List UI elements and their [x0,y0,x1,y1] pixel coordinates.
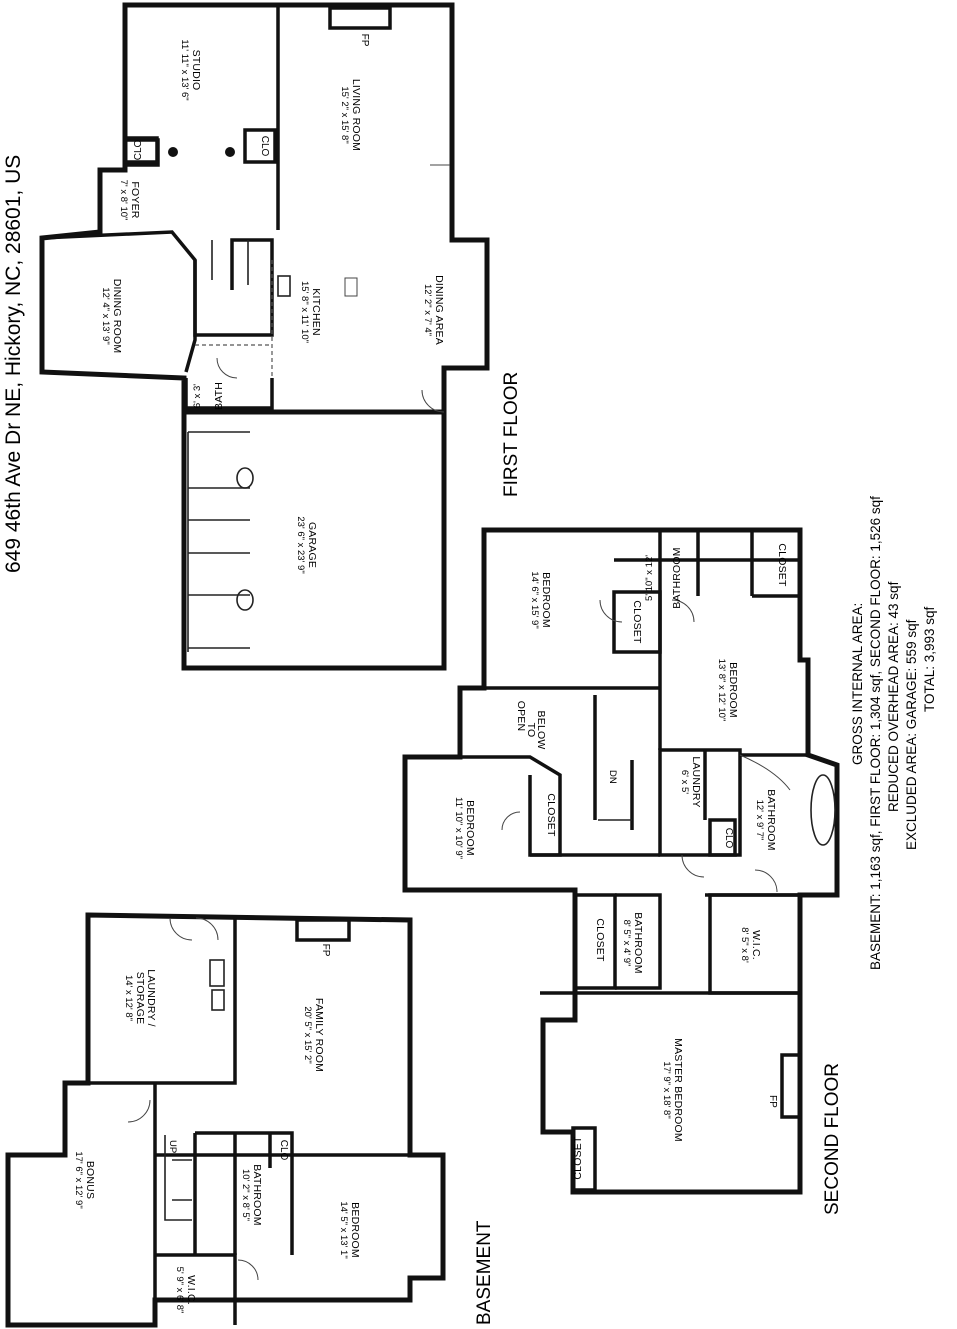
fireplace-label: FP [767,1095,778,1108]
bathroom-dims: 8' 5" x 4' 9" [621,920,632,967]
bonus-room-label: BONUS [84,1161,96,1199]
laundry-storage-label: STORAGE [134,972,146,1025]
open-to-below-label: OPEN [515,701,527,732]
closet-label: CLO [278,1140,289,1161]
bedroom-dims: 11' 10" x 10' 9" [453,797,464,859]
bath-label: BATH [213,382,225,410]
walk-in-closet-label: W.I.C. [185,1275,197,1305]
laundry-dims: 6' x 5' [679,770,690,794]
bedroom-label: BEDROOM [464,800,476,856]
area-line: BASEMENT: 1,163 sqf, FIRST FLOOR: 1,304 … [868,496,883,970]
studio-label: STUDIO [190,50,202,91]
family-room-label: FAMILY ROOM [313,998,325,1072]
area-notes: GROSS INTERNAL AREA: BASEMENT: 1,163 sqf… [850,496,937,970]
walk-in-closet-dims: 8' 5" x 8' [739,927,750,963]
down-label: DN [607,770,618,784]
laundry-label: LAUNDRY [690,756,702,807]
kitchen-label: KITCHEN [310,288,322,336]
second-floor-heading: SECOND FLOOR [822,1063,843,1215]
closet-label: CLOSET [776,543,788,587]
closet-label: CLO [723,828,734,849]
master-bedroom-dims: 17' 9" x 18' 8" [661,1061,672,1118]
bathroom-dims: 10' 2" x 8' 5" [240,1169,251,1221]
walk-in-closet-dims: 5' 9" x 6' 8" [174,1267,185,1314]
open-to-below-label: TO [525,723,537,738]
dining-room-label: DINING ROOM [111,279,123,354]
closet-label: CLOSET [631,600,643,644]
bedroom-label: BEDROOM [349,1202,361,1258]
first-floor-heading: FIRST FLOOR [501,372,522,497]
open-to-below-label: BELOW [535,711,547,750]
area-line: TOTAL: 3,993 sqf [922,606,937,712]
kitchen-dims: 15' 8" x 11' 10" [299,281,310,343]
closet-label: CLO [133,139,144,160]
garage-dims: 23' 6" x 23' 9" [295,516,306,573]
up-label: UP [167,1140,178,1153]
garage-label: GARAGE [306,522,318,568]
living-room-dims: 15' 2" x 15' 8" [339,86,350,143]
area-heading: GROSS INTERNAL AREA: [850,603,865,765]
basement-heading: BASEMENT [474,1220,495,1325]
foyer-dims: 7' x 8' 10" [118,180,129,221]
dining-room-dims: 12' 4" x 13' 9" [100,287,111,344]
bedroom-dims: 13' 8" x 12' 10" [716,659,727,722]
walk-in-closet-label: W.I.C. [750,930,762,960]
family-room-dims: 20' 5" x 15' 2" [302,1006,313,1063]
bedroom-dims: 14' 5" x 13' 1" [338,1201,349,1258]
laundry-storage-label: LAUNDRY / [145,969,157,1026]
bedroom-label: BEDROOM [727,662,739,718]
bathroom-label: BATHROOM [765,789,777,851]
bathroom-dims: 12' x 9' 7" [754,800,765,841]
dining-area-label: DINING AREA [433,275,445,345]
basement: LAUNDRY / STORAGE 14' x 12' 8" FAMILY RO… [5,912,495,1328]
studio-dims: 11' 11" x 13' 6" [179,39,190,100]
closet-label: CLOSET [545,793,557,837]
address-title: 649 46th Ave Dr NE, Hickory, NC, 28601, … [2,155,25,573]
bedroom-label: BEDROOM [540,572,552,628]
living-room-label: LIVING ROOM [350,79,362,151]
area-line: REDUCED OVERHEAD AREA: 43 sqf [886,581,901,812]
laundry-storage-dims: 14' x 12' 8" [123,975,134,1021]
first-floor: STUDIO 11' 11" x 13' 6" LIVING ROOM 15' … [39,2,522,671]
bathroom-label: BATHROOM [251,1164,263,1226]
bonus-room-dims: 17' 6" x 12' 9" [73,1151,84,1208]
fireplace-label: FP [359,34,370,47]
bathroom-dims: 5' 10" x 12' [644,555,655,601]
master-bedroom-label: MASTER BEDROOM [672,1038,684,1142]
bath-dims: 6' x 3' [192,384,203,408]
closet-label: CLOSET [594,918,606,962]
bathroom-label: BATHROOM [632,912,644,974]
bathroom-label: BATHROOM [671,547,683,609]
closet-label: CLOSET [572,1136,584,1180]
fireplace-label: FP [320,944,331,957]
bedroom-dims: 14' 6" x 15' 9" [529,571,540,628]
second-floor: BEDROOM 14' 6" x 15' 9" 5' 10" x 12' BAT… [402,527,843,1215]
area-line: EXCLUDED AREA: GARAGE: 559 sqf [904,619,919,850]
foyer-label: FOYER [129,181,141,218]
closet-label: CLO [259,136,270,157]
dining-area-dims: 12' 2" x 7' 4" [422,284,433,336]
